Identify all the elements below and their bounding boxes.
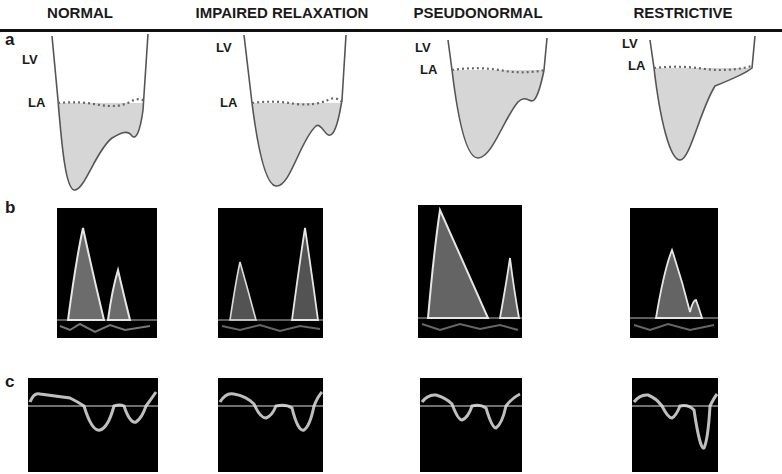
curve-label: LV bbox=[415, 40, 431, 56]
column-heading: PSEUDONORMAL bbox=[413, 4, 542, 22]
filling-area bbox=[452, 70, 544, 158]
panel-letter: b bbox=[5, 198, 15, 218]
lv-pressure-curve bbox=[650, 36, 755, 160]
filling-area bbox=[58, 103, 143, 190]
column-heading: RESTRICTIVE bbox=[633, 4, 732, 22]
curve-label: LA bbox=[420, 62, 437, 78]
header-rule bbox=[0, 29, 782, 32]
panel-letter: a bbox=[5, 30, 14, 50]
tissue-doppler bbox=[28, 378, 718, 472]
curve-label: LA bbox=[28, 95, 45, 111]
column-heading: NORMAL bbox=[47, 4, 113, 22]
curve-label: LV bbox=[622, 36, 638, 52]
la-pressure-curve bbox=[252, 98, 342, 104]
lv-pressure-curve bbox=[244, 35, 346, 186]
curve-label: LA bbox=[628, 58, 645, 74]
lv-pressure-curve bbox=[52, 34, 148, 190]
column-heading: IMPAIRED RELAXATION bbox=[196, 4, 369, 22]
panel-letter: c bbox=[5, 372, 14, 392]
la-pressure-curve bbox=[654, 66, 752, 70]
pressure-curves bbox=[52, 34, 755, 190]
curve-label: LV bbox=[216, 40, 232, 56]
lv-pressure-curve bbox=[448, 38, 547, 158]
la-pressure-curve bbox=[58, 99, 145, 106]
filling-area bbox=[252, 103, 341, 186]
mitral-inflow-doppler bbox=[57, 205, 718, 338]
curve-label: LV bbox=[22, 52, 38, 68]
la-pressure-curve bbox=[452, 68, 545, 72]
curve-label: LA bbox=[220, 95, 237, 111]
